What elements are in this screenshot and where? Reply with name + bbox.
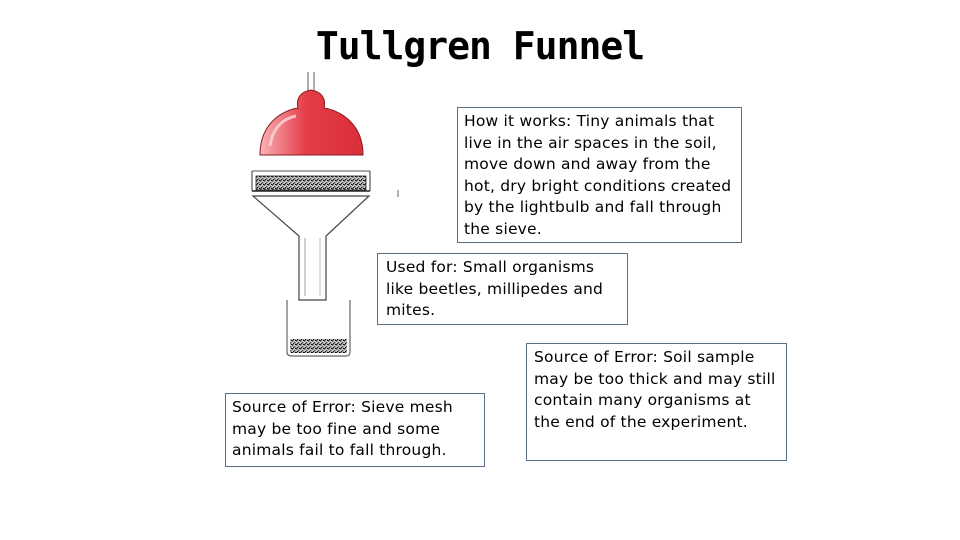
used-for-box: Used for: Small organisms like beetles, … [377,253,628,325]
tullgren-funnel-diagram [251,72,399,357]
collecting-beaker [286,300,351,357]
slide-title: Tullgren Funnel [315,24,645,68]
funnel [251,195,371,301]
error-sieve-box: Source of Error: Sieve mesh may be too f… [225,393,485,467]
how-it-works-box: How it works: Tiny animals that live in … [457,107,742,243]
lamp-cord [307,72,315,92]
lamp-highlight [268,114,297,147]
heat-lamp [259,89,364,156]
sieve-with-soil [251,170,371,192]
error-soil-box: Source of Error: Soil sample may be too … [526,343,787,461]
